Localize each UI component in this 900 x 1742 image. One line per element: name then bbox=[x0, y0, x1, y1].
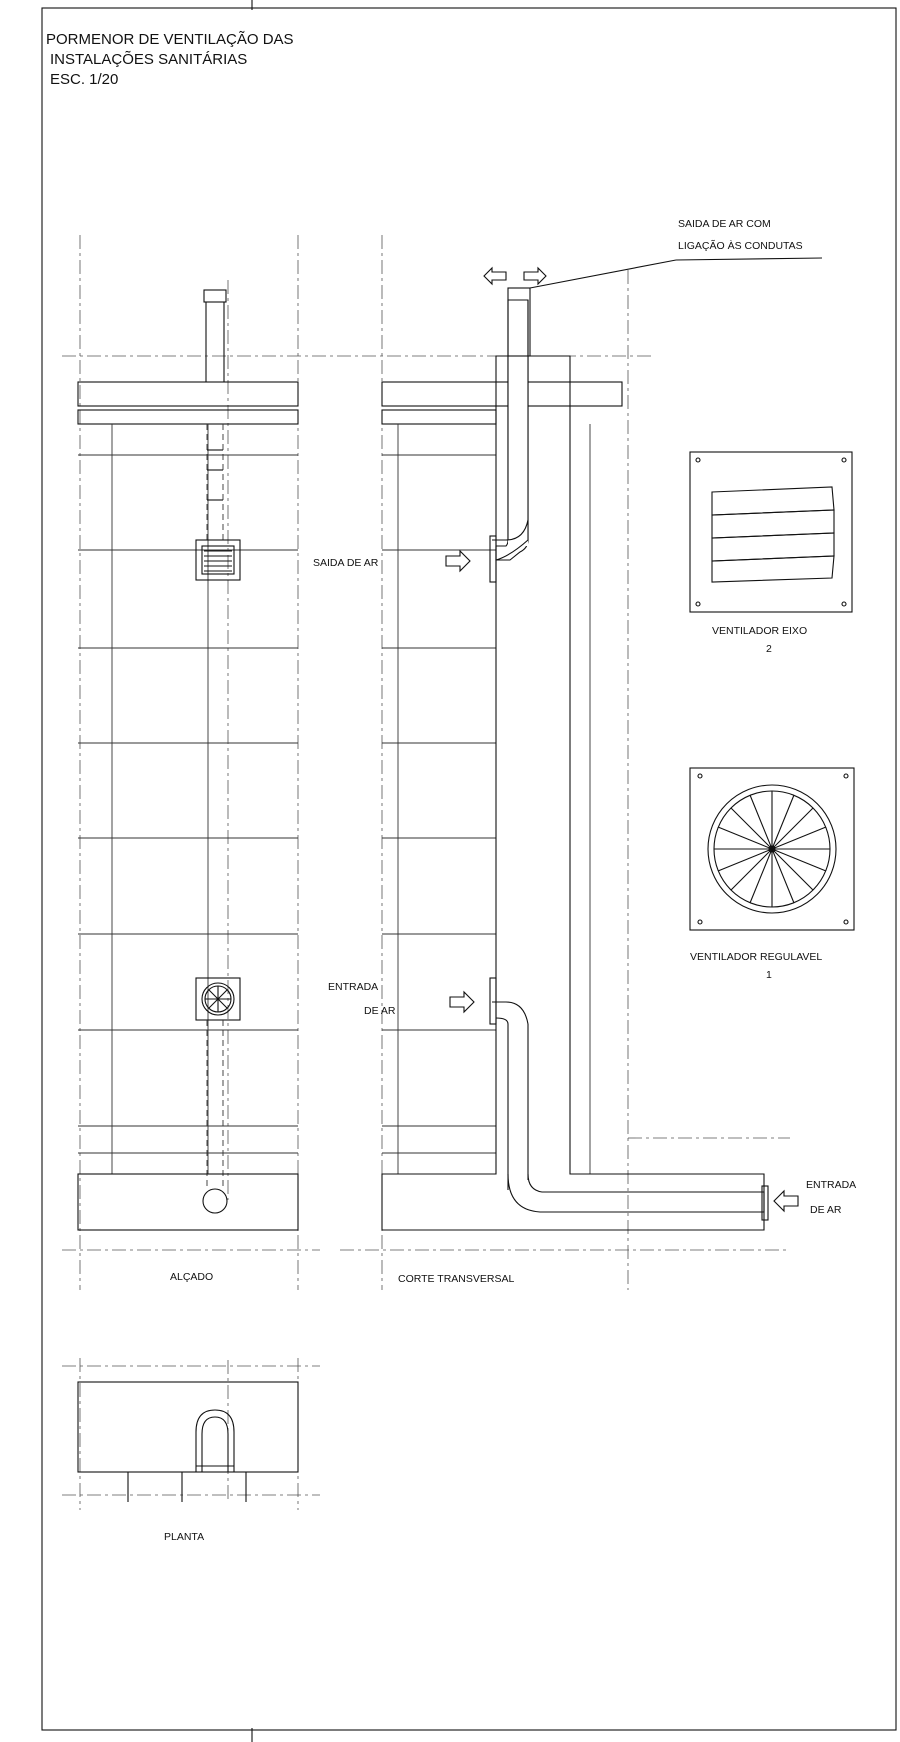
label-ventilador-regulavel-number: 1 bbox=[766, 969, 772, 981]
fan-icon bbox=[707, 784, 837, 914]
label-ventilador-eixo-number: 2 bbox=[766, 643, 772, 655]
label-saida-de-ar: SAIDA DE AR bbox=[313, 557, 379, 569]
label-entrada-left-2: DE AR bbox=[364, 1005, 396, 1017]
saida-arrow-icon bbox=[445, 549, 471, 573]
entrada-arrow-right-icon bbox=[773, 1189, 799, 1213]
sheet-border bbox=[41, 7, 897, 1731]
drawing-title: PORMENOR DE VENTILAÇÃO DAS INSTALAÇÕES S… bbox=[46, 31, 294, 88]
elevation-fan-icon bbox=[195, 977, 241, 1021]
label-entrada-right-2: DE AR bbox=[810, 1204, 842, 1216]
section-label: CORTE TRANSVERSAL bbox=[398, 1273, 514, 1285]
louvre-icon bbox=[711, 486, 835, 583]
title-line-2: INSTALAÇÕES SANITÁRIAS bbox=[50, 51, 247, 68]
elevation-label: ALÇADO bbox=[170, 1271, 213, 1283]
entrada-arrow-left-icon bbox=[449, 990, 475, 1014]
outlet-arrow-right-icon bbox=[523, 266, 547, 286]
label-saida-com-ligacao-1: SAIDA DE AR COM bbox=[678, 218, 771, 230]
label-ventilador-regulavel: VENTILADOR REGULAVEL bbox=[690, 951, 822, 963]
scale-label: ESC. 1/20 bbox=[50, 71, 118, 88]
section-view: SAIDA DE AR COM LIGAÇÃO ÀS CONDUTAS SAID… bbox=[313, 218, 856, 1290]
elevation-view: ALÇADO bbox=[62, 235, 655, 1290]
ventilador-regulavel-detail: VENTILADOR REGULAVEL 1 bbox=[689, 767, 855, 981]
label-entrada-right-1: ENTRADA bbox=[806, 1179, 856, 1191]
outlet-arrow-left-icon bbox=[483, 266, 507, 286]
label-saida-com-ligacao-2: LIGAÇÃO ÀS CONDUTAS bbox=[678, 239, 803, 252]
label-ventilador-eixo: VENTILADOR EIXO bbox=[712, 625, 807, 637]
plan-view: PLANTA bbox=[62, 1358, 320, 1543]
ventilador-eixo-detail: VENTILADOR EIXO 2 bbox=[689, 451, 853, 655]
label-entrada-left-1: ENTRADA bbox=[328, 981, 378, 993]
elevation-grille-icon bbox=[195, 539, 241, 581]
plan-label: PLANTA bbox=[164, 1531, 204, 1543]
title-line-1: PORMENOR DE VENTILAÇÃO DAS bbox=[46, 31, 294, 48]
